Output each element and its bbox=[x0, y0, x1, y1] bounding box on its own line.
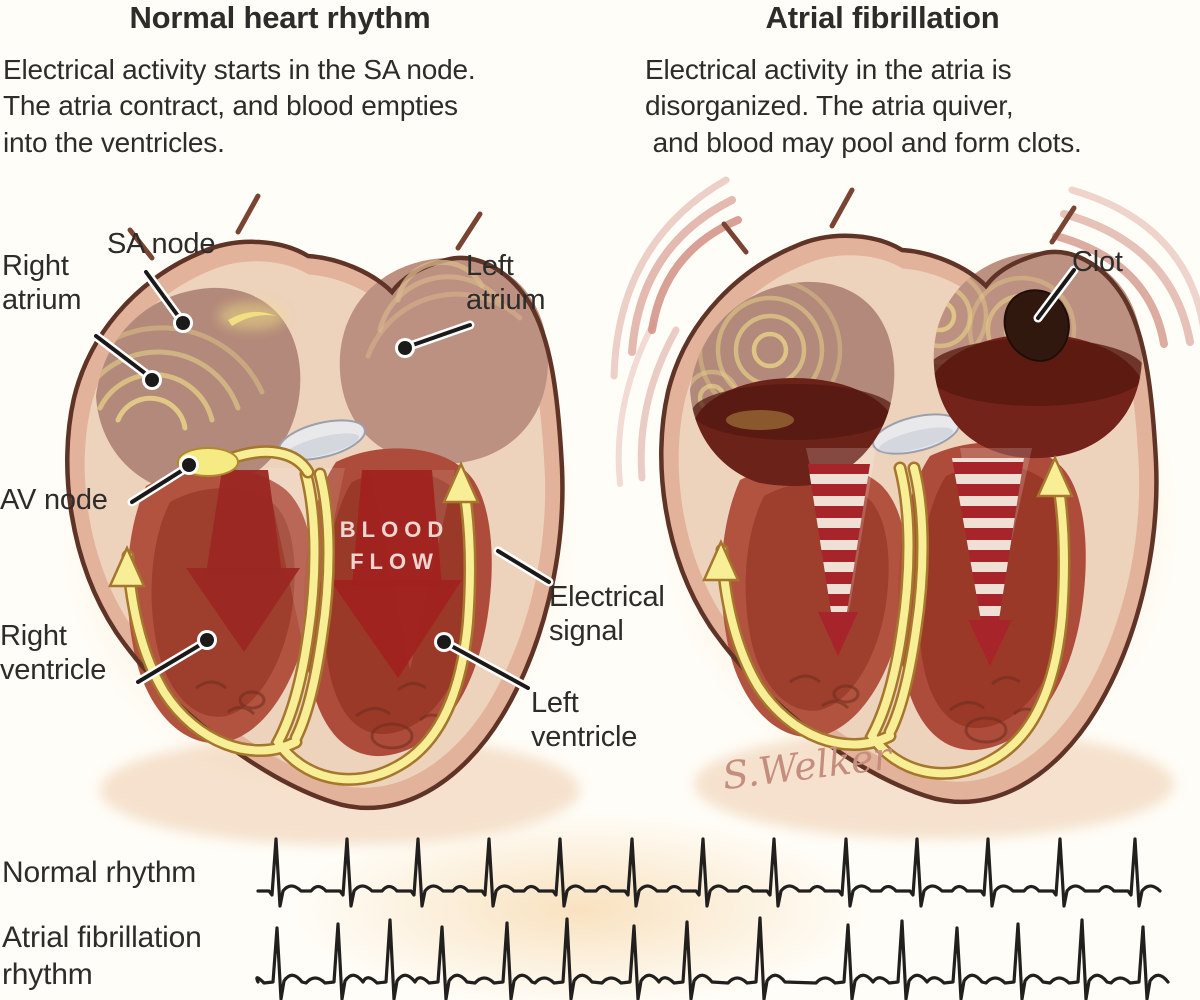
ecg-afib-trace bbox=[255, 916, 1170, 1000]
afib-panel-title: Atrial fibrillation bbox=[765, 0, 1000, 35]
ecg-normal-label: Normal rhythm bbox=[2, 856, 197, 889]
blood-flow-arrows bbox=[186, 470, 462, 678]
normal-heart-illustration bbox=[67, 196, 580, 845]
left-atrium-label: Left atrium bbox=[466, 250, 546, 316]
normal-panel-title: Normal heart rhythm bbox=[129, 0, 431, 35]
left-ventricle-label: Left ventricle bbox=[531, 687, 638, 753]
ecg-afib-label: Atrial fibrillation rhythm bbox=[2, 921, 202, 991]
sa-node-shape bbox=[218, 302, 286, 330]
pooled-blood bbox=[692, 334, 1143, 486]
normal-panel-description: Electrical activity starts in the SA nod… bbox=[3, 54, 476, 158]
av-node-label: AV node bbox=[0, 484, 108, 516]
right-ventricle-label: Right ventricle bbox=[0, 620, 107, 686]
weak-flow-striped-arrows bbox=[808, 458, 1024, 666]
ecg-normal-trace bbox=[256, 837, 1162, 908]
blood-flow-label: BLOOD FLOW bbox=[339, 517, 450, 574]
afib-heart-illustration bbox=[610, 176, 1200, 839]
right-atrium-label: Right atrium bbox=[2, 250, 82, 316]
leader-dots bbox=[142, 313, 454, 652]
clot-label: Clot bbox=[1072, 246, 1123, 278]
electrical-signal-label: Electrical signal bbox=[549, 581, 665, 647]
la-electrical-arcs bbox=[365, 259, 523, 359]
afib-panel-description: Electrical activity in the atria is diso… bbox=[645, 54, 1082, 158]
leader-lines bbox=[91, 265, 1079, 693]
sa-node-label: SA node bbox=[107, 228, 216, 260]
quiver-arcs bbox=[610, 176, 1200, 487]
